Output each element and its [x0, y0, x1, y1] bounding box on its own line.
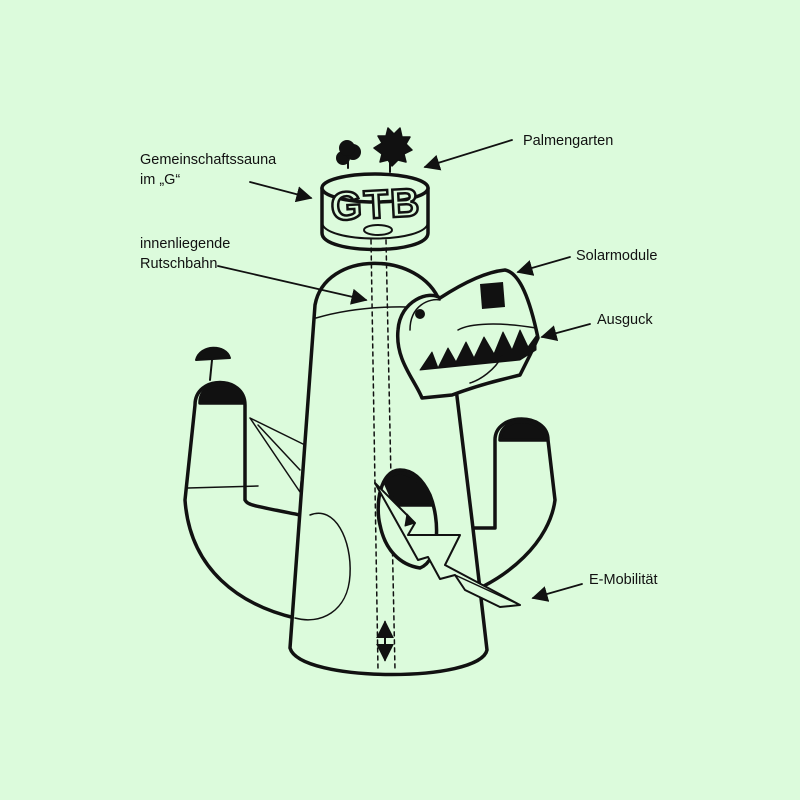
label-solarmodule: Solarmodule — [576, 246, 657, 266]
label-palmengarten: Palmengarten — [523, 131, 613, 151]
label-sauna-line2: im „G“ — [140, 172, 181, 188]
label-solarmodule-text: Solarmodule — [576, 248, 658, 264]
sauna-cylinder — [320, 172, 430, 252]
label-emobilitaet-text: E-Mobilität — [589, 572, 658, 588]
label-ausguck-text: Ausguck — [597, 312, 653, 328]
slide-tube — [370, 239, 396, 671]
label-sauna-line1: Gemeinschaftssauna — [140, 152, 277, 168]
dino-head — [396, 268, 540, 400]
label-palmengarten-text: Palmengarten — [523, 133, 614, 149]
right-arm — [453, 417, 557, 600]
label-sauna: Gemeinschaftssauna im „G“ — [140, 150, 276, 190]
annotation-arrows — [217, 139, 591, 602]
label-emobilitaet: E-Mobilität — [589, 570, 658, 590]
palm-garden-trees — [336, 127, 413, 173]
label-rutschbahn-line2: Rutschbahn — [140, 256, 218, 272]
tower-sign-text: GTB — [330, 181, 423, 230]
label-ausguck: Ausguck — [597, 310, 653, 330]
label-rutschbahn-line1: innenliegende — [140, 236, 231, 252]
left-arm — [183, 346, 302, 620]
side-flag-connector — [249, 417, 306, 493]
lightning-bolt-icon — [374, 482, 521, 608]
label-rutschbahn: innenliegende Rutschbahn — [140, 234, 230, 274]
